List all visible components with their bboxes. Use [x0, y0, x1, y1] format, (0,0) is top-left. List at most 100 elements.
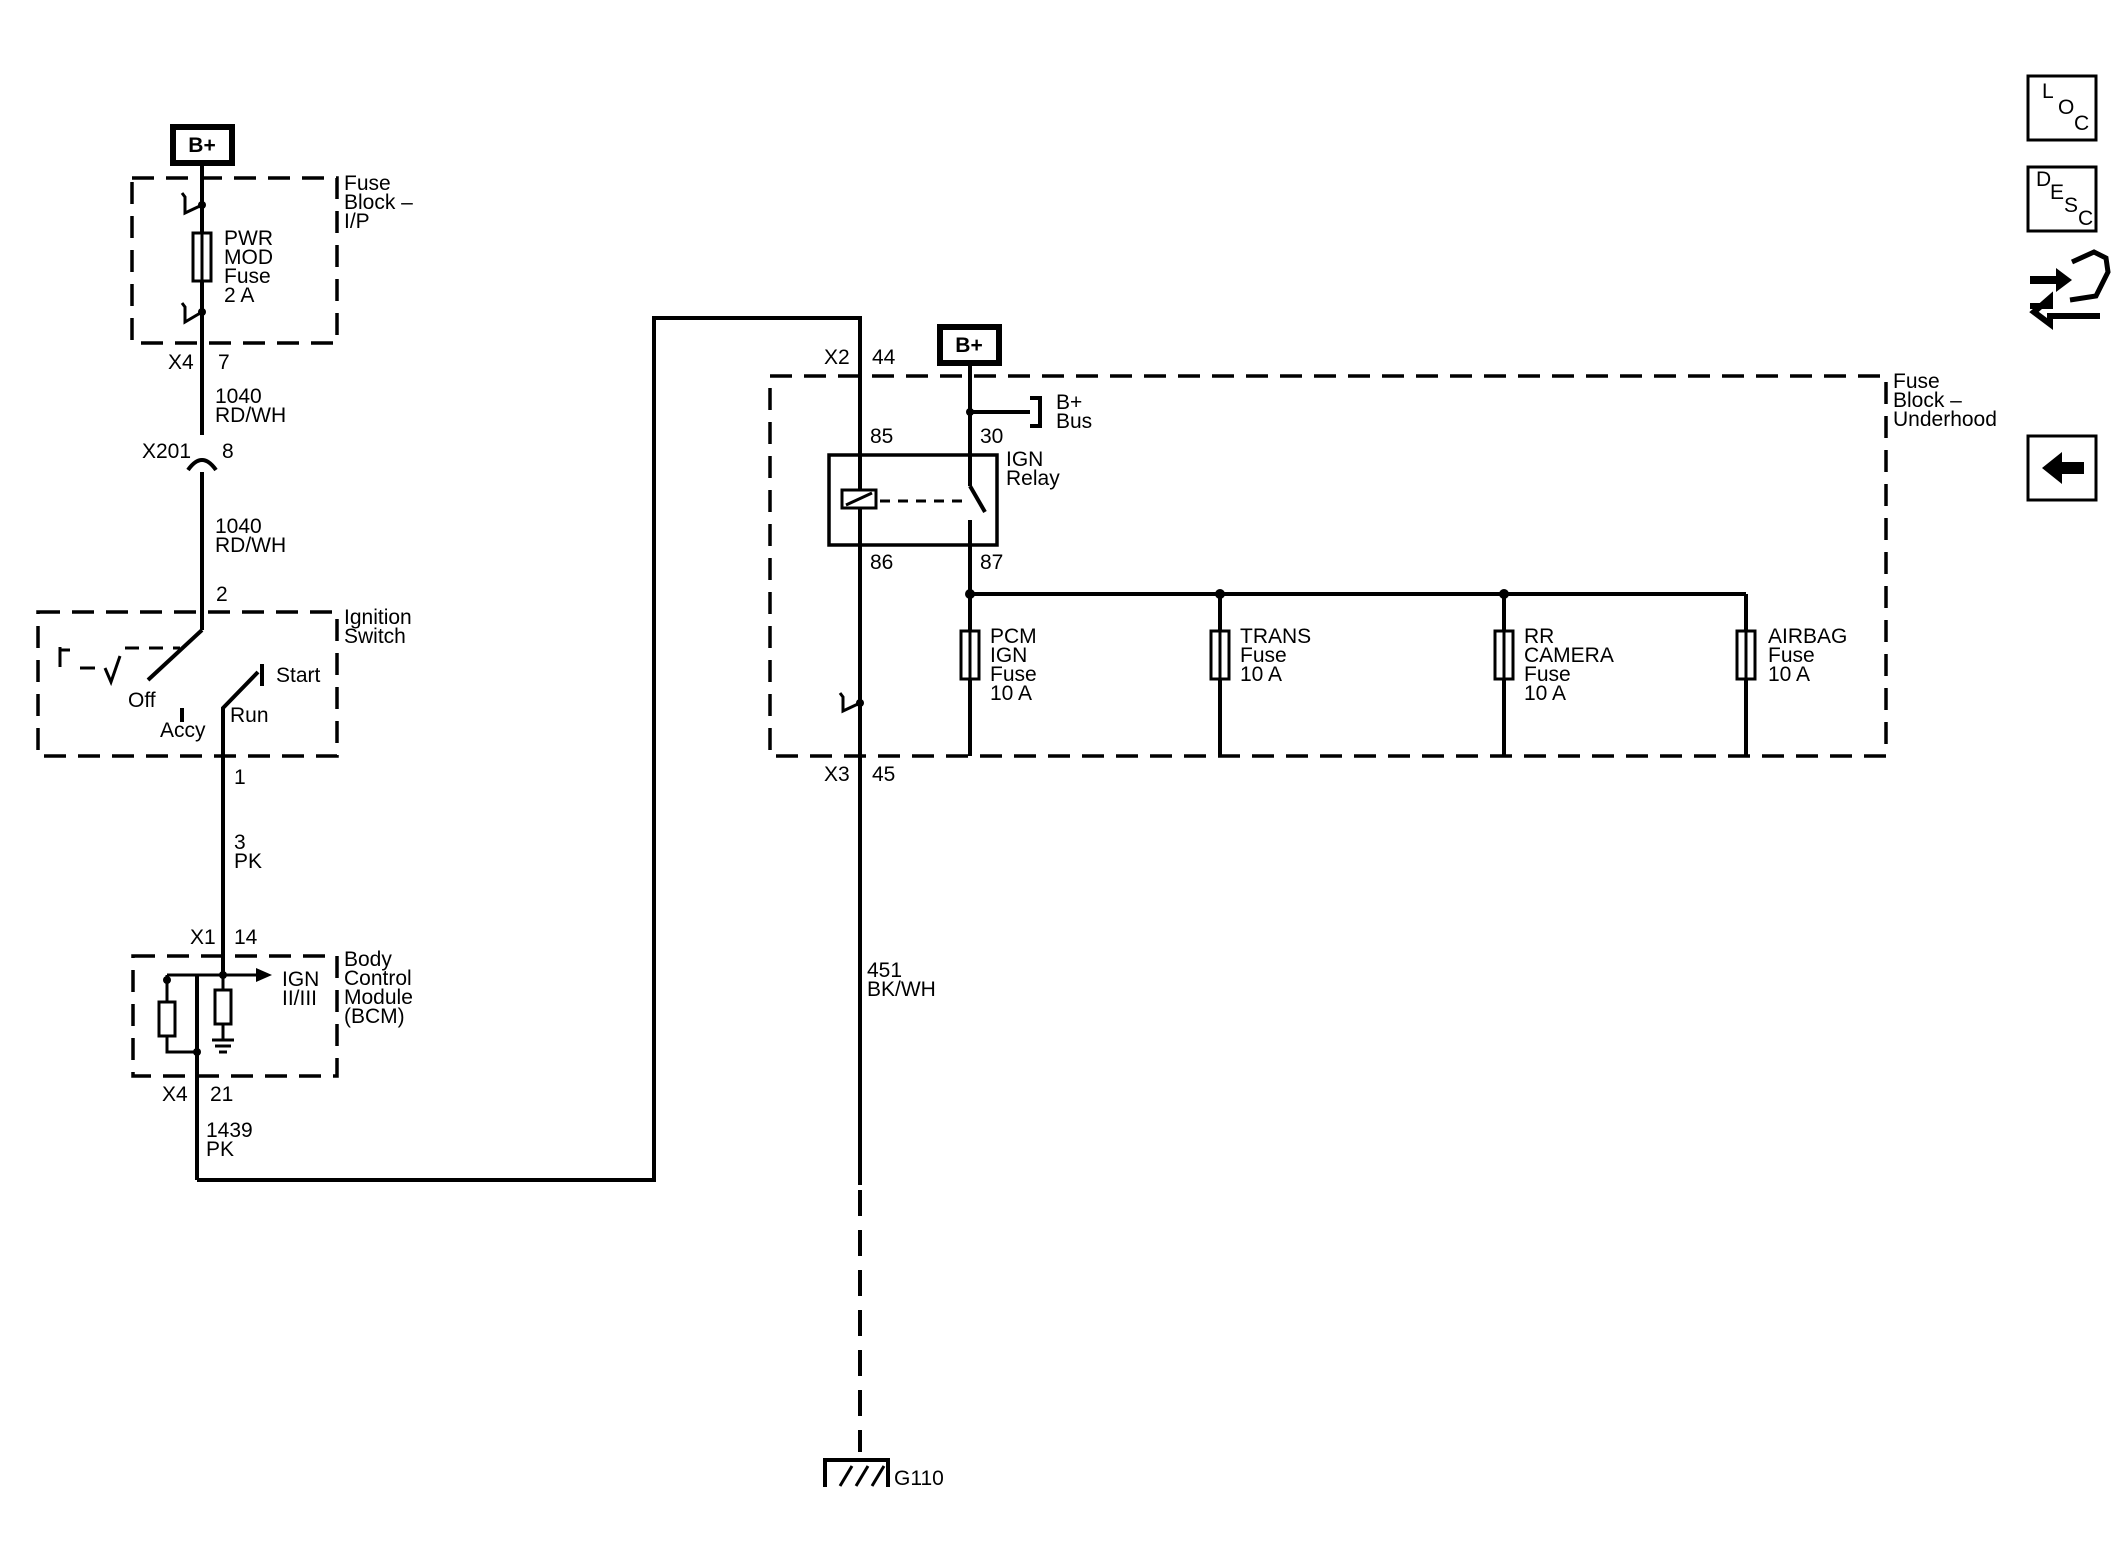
ign-relay-boundary [827, 453, 999, 547]
ignition-switch: Ignition Switch Off Accy Run Start [36, 606, 412, 772]
svg-text:PK: PK [206, 1138, 234, 1161]
svg-text:Fuse: Fuse [1893, 370, 1940, 393]
trans-fuse: TRANS Fuse 10 A [1209, 594, 1311, 756]
fuse-block-underhood: Fuse Block – Underhood X2 44 X3 45 B+ B+… [768, 324, 1997, 786]
svg-text:X201: X201 [142, 440, 191, 463]
battery-positive-top: B+ [170, 124, 235, 166]
svg-text:Ignition: Ignition [344, 606, 412, 629]
svg-text:8: 8 [222, 440, 234, 463]
back-button[interactable] [2026, 434, 2098, 502]
svg-text:TRANS: TRANS [1240, 625, 1311, 648]
svg-text:21: 21 [210, 1083, 233, 1106]
svg-text:AIRBAG: AIRBAG [1768, 625, 1847, 648]
svg-text:10 A: 10 A [990, 682, 1032, 705]
svg-text:O: O [2058, 96, 2074, 119]
connector-view-icon[interactable] [2029, 249, 2111, 330]
svg-text:PCM: PCM [990, 625, 1037, 648]
svg-text:PK: PK [234, 850, 262, 873]
svg-text:87: 87 [980, 551, 1003, 574]
svg-text:Block –: Block – [344, 191, 413, 214]
svg-text:Start: Start [276, 664, 321, 687]
svg-text:10 A: 10 A [1768, 663, 1810, 686]
fuse-block-ip-boundary [130, 176, 339, 345]
back-arrow-icon [2042, 452, 2084, 484]
svg-text:Fuse: Fuse [990, 663, 1037, 686]
bcm-resistor-icon [157, 1000, 177, 1038]
svg-text:10 A: 10 A [1524, 682, 1566, 705]
svg-text:14: 14 [234, 926, 258, 949]
fuse-block-ip: Fuse Block – I/P PWR MOD Fuse 2 A X4 7 [130, 163, 413, 435]
svg-text:MOD: MOD [224, 246, 273, 269]
svg-text:I/P: I/P [344, 210, 370, 233]
location-button[interactable]: L O C [2026, 74, 2098, 142]
svg-text:2: 2 [216, 583, 228, 606]
svg-text:1040: 1040 [215, 385, 262, 408]
svg-text:44: 44 [872, 346, 896, 369]
svg-text:451: 451 [867, 959, 902, 982]
wire-1439-path [197, 316, 862, 1182]
svg-text:C: C [2074, 112, 2089, 135]
svg-text:RD/WH: RD/WH [215, 534, 286, 557]
svg-text:Fuse: Fuse [1240, 644, 1287, 667]
ign-relay: IGN Relay 85 86 30 87 [827, 425, 1060, 594]
svg-text:B+: B+ [955, 334, 982, 357]
fuse-block-underhood-boundary [768, 374, 1888, 758]
svg-text:II/III: II/III [282, 987, 317, 1010]
output-arrow-icon [256, 968, 272, 982]
svg-text:X4: X4 [162, 1083, 188, 1106]
svg-text:X1: X1 [190, 926, 216, 949]
svg-text:B+: B+ [1056, 391, 1082, 414]
svg-text:Fuse: Fuse [344, 172, 391, 195]
svg-text:30: 30 [980, 425, 1003, 448]
svg-text:Underhood: Underhood [1893, 408, 1997, 431]
svg-text:Switch: Switch [344, 625, 406, 648]
svg-text:G110: G110 [894, 1467, 944, 1490]
svg-text:X2: X2 [824, 346, 850, 369]
svg-text:BK/WH: BK/WH [867, 978, 936, 1001]
svg-text:IGN: IGN [1006, 448, 1043, 471]
svg-text:C: C [2078, 207, 2093, 230]
svg-text:7: 7 [218, 351, 230, 374]
pcm-ign-fuse: PCM IGN Fuse 10 A [959, 594, 1037, 756]
svg-text:10 A: 10 A [1240, 663, 1282, 686]
bcm-boundary [131, 954, 339, 1078]
description-button[interactable]: D E S C [2026, 165, 2098, 233]
svg-text:X4: X4 [168, 351, 194, 374]
svg-text:PWR: PWR [224, 227, 273, 250]
ignition-switch-boundary [36, 610, 339, 758]
battery-positive-underhood: B+ [937, 324, 1002, 366]
svg-text:Module: Module [344, 986, 413, 1009]
svg-text:3: 3 [234, 831, 246, 854]
svg-text:86: 86 [870, 551, 893, 574]
svg-text:S: S [2064, 194, 2078, 217]
svg-text:CAMERA: CAMERA [1524, 644, 1614, 667]
svg-text:2 A: 2 A [224, 284, 254, 307]
rr-camera-fuse: RR CAMERA Fuse 10 A [1493, 594, 1614, 756]
svg-text:Fuse: Fuse [1768, 644, 1815, 667]
svg-text:Run: Run [230, 704, 269, 727]
svg-text:Bus: Bus [1056, 410, 1092, 433]
svg-text:RD/WH: RD/WH [215, 404, 286, 427]
svg-text:1: 1 [234, 766, 246, 789]
svg-text:1040: 1040 [215, 515, 262, 538]
svg-text:Off: Off [128, 689, 156, 712]
svg-text:IGN: IGN [990, 644, 1027, 667]
body-control-module: X1 14 Body Control Module (BCM) IGN II/I… [131, 926, 413, 1180]
ground-g110: G110 [823, 1458, 944, 1490]
svg-text:Accy: Accy [160, 719, 206, 742]
svg-text:Body: Body [344, 948, 392, 971]
svg-text:IGN: IGN [282, 968, 319, 991]
bcm-pullup-resistor-icon [213, 988, 233, 1026]
svg-text:L: L [2042, 80, 2054, 103]
x201-inline-connector: X201 8 [142, 440, 234, 620]
svg-text:85: 85 [870, 425, 893, 448]
svg-text:RR: RR [1524, 625, 1554, 648]
svg-text:E: E [2050, 181, 2064, 204]
airbag-fuse: AIRBAG Fuse 10 A [1735, 594, 1847, 756]
svg-text:B+: B+ [188, 134, 215, 157]
svg-text:Fuse: Fuse [1524, 663, 1571, 686]
svg-text:Control: Control [344, 967, 412, 990]
svg-text:1439: 1439 [206, 1119, 253, 1142]
svg-text:Relay: Relay [1006, 467, 1060, 490]
